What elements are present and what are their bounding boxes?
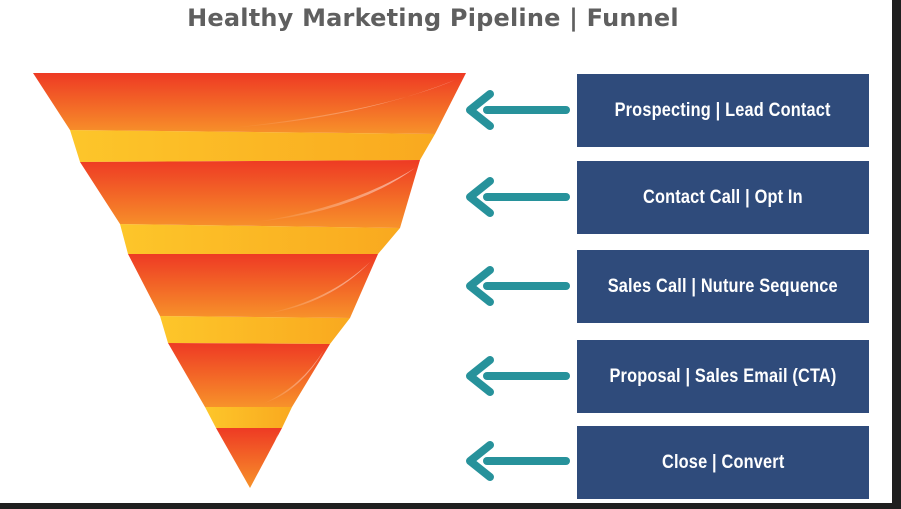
stage-box-proposal: Proposal | Sales Email (CTA) xyxy=(577,340,869,413)
funnel-segment xyxy=(33,73,466,134)
stage-label: Prospecting | Lead Contact xyxy=(614,99,832,121)
stage-label: Contact Call | Opt In xyxy=(643,186,803,208)
funnel-segment xyxy=(168,343,330,407)
funnel-segment xyxy=(216,428,282,488)
funnel-ribbon xyxy=(70,130,435,162)
funnel-ribbon xyxy=(120,224,400,254)
funnel-ribbon xyxy=(160,316,350,344)
funnel-segment xyxy=(80,160,420,228)
funnel-ribbon xyxy=(205,407,292,428)
stage-box-contact-call: Contact Call | Opt In xyxy=(577,161,869,234)
arrow-left-icon xyxy=(466,90,570,130)
window-border-right xyxy=(892,0,901,509)
stage-box-close: Close | Convert xyxy=(577,426,869,499)
window-border-bottom xyxy=(0,503,901,509)
page-title: Healthy Marketing Pipeline | Funnel xyxy=(187,4,679,32)
stage-box-prospecting: Prospecting | Lead Contact xyxy=(577,74,869,147)
arrow-left-icon xyxy=(466,266,570,306)
arrow-left-icon xyxy=(466,441,570,481)
funnel-segment xyxy=(128,254,378,318)
arrow-left-icon xyxy=(466,356,570,396)
stage-label: Proposal | Sales Email (CTA) xyxy=(609,365,837,387)
stage-box-sales-call: Sales Call | Nuture Sequence xyxy=(577,250,869,323)
arrow-left-icon xyxy=(466,177,570,217)
stage-label: Sales Call | Nuture Sequence xyxy=(607,275,839,297)
stage-label: Close | Convert xyxy=(661,451,785,473)
